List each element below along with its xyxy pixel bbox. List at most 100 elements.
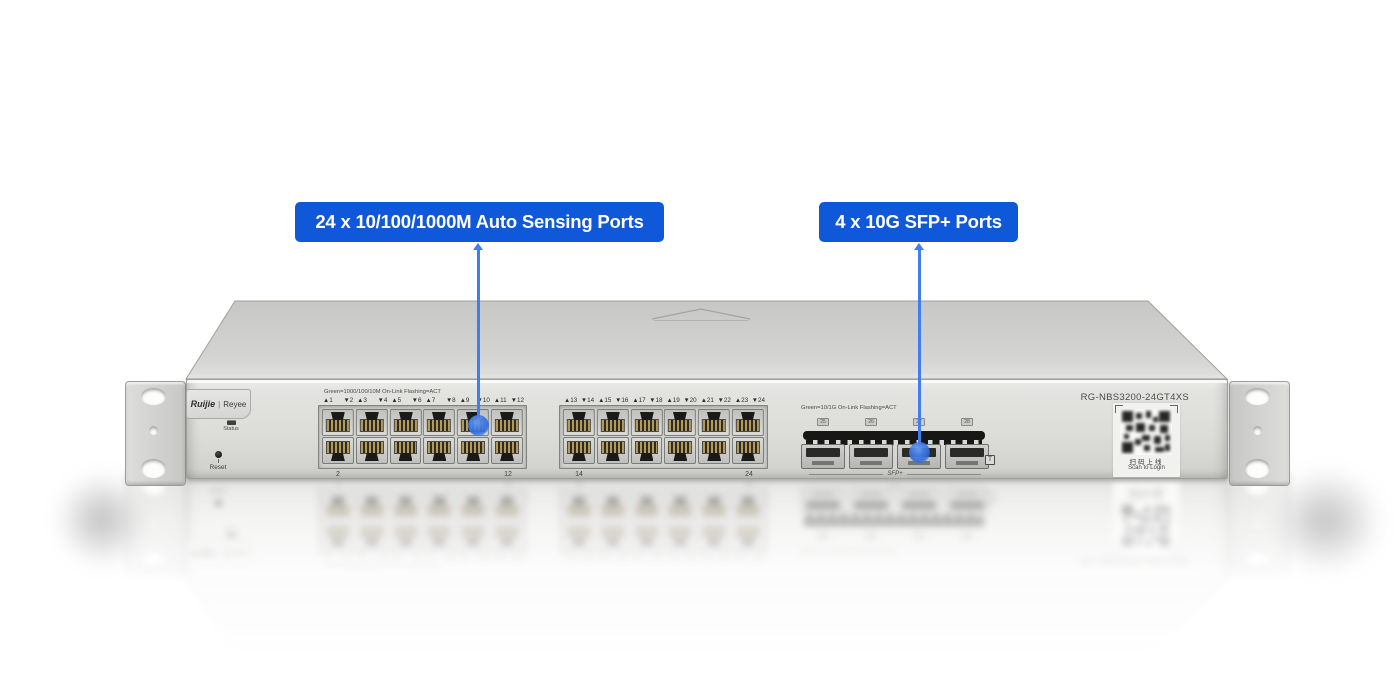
port-column-header: ▲1 ▼2 [322, 397, 354, 404]
rj45-port [596, 437, 629, 464]
port-row-bottom [322, 437, 523, 464]
port-number-label: ▲21 [700, 397, 714, 404]
rj45-port [664, 437, 697, 464]
callout-sfp-ports: 4 x 10G SFP+ Ports [819, 202, 1018, 242]
status-label: Status [223, 426, 239, 432]
port-number-label: ▼10 [476, 397, 490, 404]
port-range-start: 2 [336, 471, 340, 478]
port-number-label: ▼2 [343, 397, 354, 404]
port-number-row: ▲13▼14 ▲15▼16 ▲17▼18 ▲19▼20 ▲21▼22 ▲23▼2… [559, 397, 770, 404]
reset-tick [217, 459, 219, 463]
rj45-port [322, 437, 354, 464]
port-legend: Green=1000/100/10M On-Link Flashing=ACT [324, 389, 441, 395]
sfp-tag: 25 [817, 418, 829, 426]
rj45-port [491, 437, 523, 464]
port-number-label: ▼6 [411, 397, 422, 404]
port-number-label: ▲5 [391, 397, 402, 404]
sfp-legend: Green=10/1G On-Link Flashing=ACT [801, 405, 897, 411]
rj45-port [322, 409, 354, 436]
rj45-port [732, 409, 764, 436]
port-number-label: ▼8 [445, 397, 456, 404]
rj45-port [698, 437, 731, 464]
ear-mount-hole [1245, 388, 1270, 405]
brand-ruijie: Ruijie [190, 399, 216, 409]
port-column-header: ▲23▼24 [734, 397, 766, 404]
lid-chevron-icon [651, 308, 751, 320]
port-number-label: ▲1 [323, 397, 333, 404]
brand-logo: Ruijie | Reyee [186, 389, 251, 419]
sfp-tag: 28 [961, 418, 973, 426]
ear-screw-hole [149, 426, 158, 435]
port-column-header: ▲11▼12 [493, 397, 525, 404]
port-range-end: 12 [504, 471, 512, 478]
rj45-port [664, 409, 697, 436]
sfp-bracket: SFP+ [809, 471, 981, 477]
port-range-end: 24 [745, 471, 753, 478]
port-number-label: ▲19 [666, 397, 680, 404]
qr-code [1120, 409, 1172, 455]
rj45-port [563, 437, 595, 464]
sfp-port-group: Green=10/1G On-Link Flashing=ACT 25 26 2… [801, 405, 1001, 481]
sfp-label: SFP+ [887, 471, 903, 477]
port-number-label: ▼18 [649, 397, 663, 404]
port-column-header: ▲9 ▼10 [459, 397, 491, 404]
model-label: RG-NBS3200-24GT4XS [1080, 392, 1189, 403]
port-block [318, 405, 527, 469]
qr-caption-cn: 扫码上线 [1129, 459, 1164, 466]
port-number-label: ▲17 [632, 397, 646, 404]
ear-screw-hole [1253, 426, 1262, 435]
status-led-icon [226, 420, 236, 425]
port-number-label: ▼14 [580, 397, 595, 404]
rack-ear-right [1229, 381, 1290, 486]
rj45-port [389, 409, 422, 436]
port-column-header: ▲3 ▼4 [356, 397, 388, 404]
ear-mount-hole [141, 459, 166, 478]
rj45-port [732, 437, 764, 464]
callout-connector-2 [909, 243, 930, 463]
port-number-label: ▲7 [425, 397, 436, 404]
reset-label: Reset [209, 464, 227, 471]
port-row-bottom [563, 437, 764, 464]
connector-line [477, 249, 480, 426]
port-number-label: ▲9 [459, 397, 470, 404]
console-port: T [985, 455, 995, 465]
rj45-port [457, 437, 490, 464]
connector-arrow-up-icon [914, 243, 924, 250]
port-number-label: ▼22 [717, 397, 731, 404]
qr-corner-bracket-icon [1170, 405, 1178, 413]
connector-dot-icon [909, 442, 930, 463]
rj45-port-group-2: ▲13▼14 ▲15▼16 ▲17▼18 ▲19▼20 ▲21▼22 ▲23▼2… [559, 389, 770, 481]
bracket-line [809, 473, 884, 475]
ear-mount-hole [1245, 459, 1270, 478]
connector-line [918, 249, 921, 453]
rj45-port [630, 409, 663, 436]
rj45-port [355, 409, 388, 436]
rj45-port [423, 409, 456, 436]
qr-caption-en: Scan to Login [1128, 465, 1165, 471]
rj45-port-group-1: Green=1000/100/10M On-Link Flashing=ACT … [318, 389, 529, 481]
port-block [559, 405, 768, 469]
sfp-cage [801, 444, 845, 469]
port-number-label: ▼4 [377, 397, 388, 404]
status-indicator: Status [218, 420, 244, 432]
rack-ear-left [125, 381, 186, 486]
brand-divider: | [218, 399, 221, 409]
port-number-label: ▲3 [357, 397, 367, 404]
chassis-lid [185, 300, 1229, 380]
port-number-label: ▼20 [683, 397, 697, 404]
port-column-header: ▲15▼16 [597, 397, 629, 404]
port-number-label: ▲23 [734, 397, 749, 404]
ear-mount-hole [141, 388, 166, 405]
port-column-header: ▲13▼14 [563, 397, 595, 404]
port-number-label: ▼12 [510, 397, 525, 404]
port-number-label: ▲11 [493, 397, 507, 404]
port-number-row: ▲1 ▼2 ▲3 ▼4 ▲5 ▼6 ▲7 ▼8 ▲9 ▼10 ▲11▼12 [318, 397, 529, 404]
rj45-port [389, 437, 422, 464]
rj45-port [491, 409, 523, 436]
port-column-header: ▲7 ▼8 [425, 397, 457, 404]
rj45-port [630, 437, 663, 464]
reset-button [214, 451, 222, 458]
bracket-line [906, 473, 981, 475]
rj45-port [698, 409, 731, 436]
